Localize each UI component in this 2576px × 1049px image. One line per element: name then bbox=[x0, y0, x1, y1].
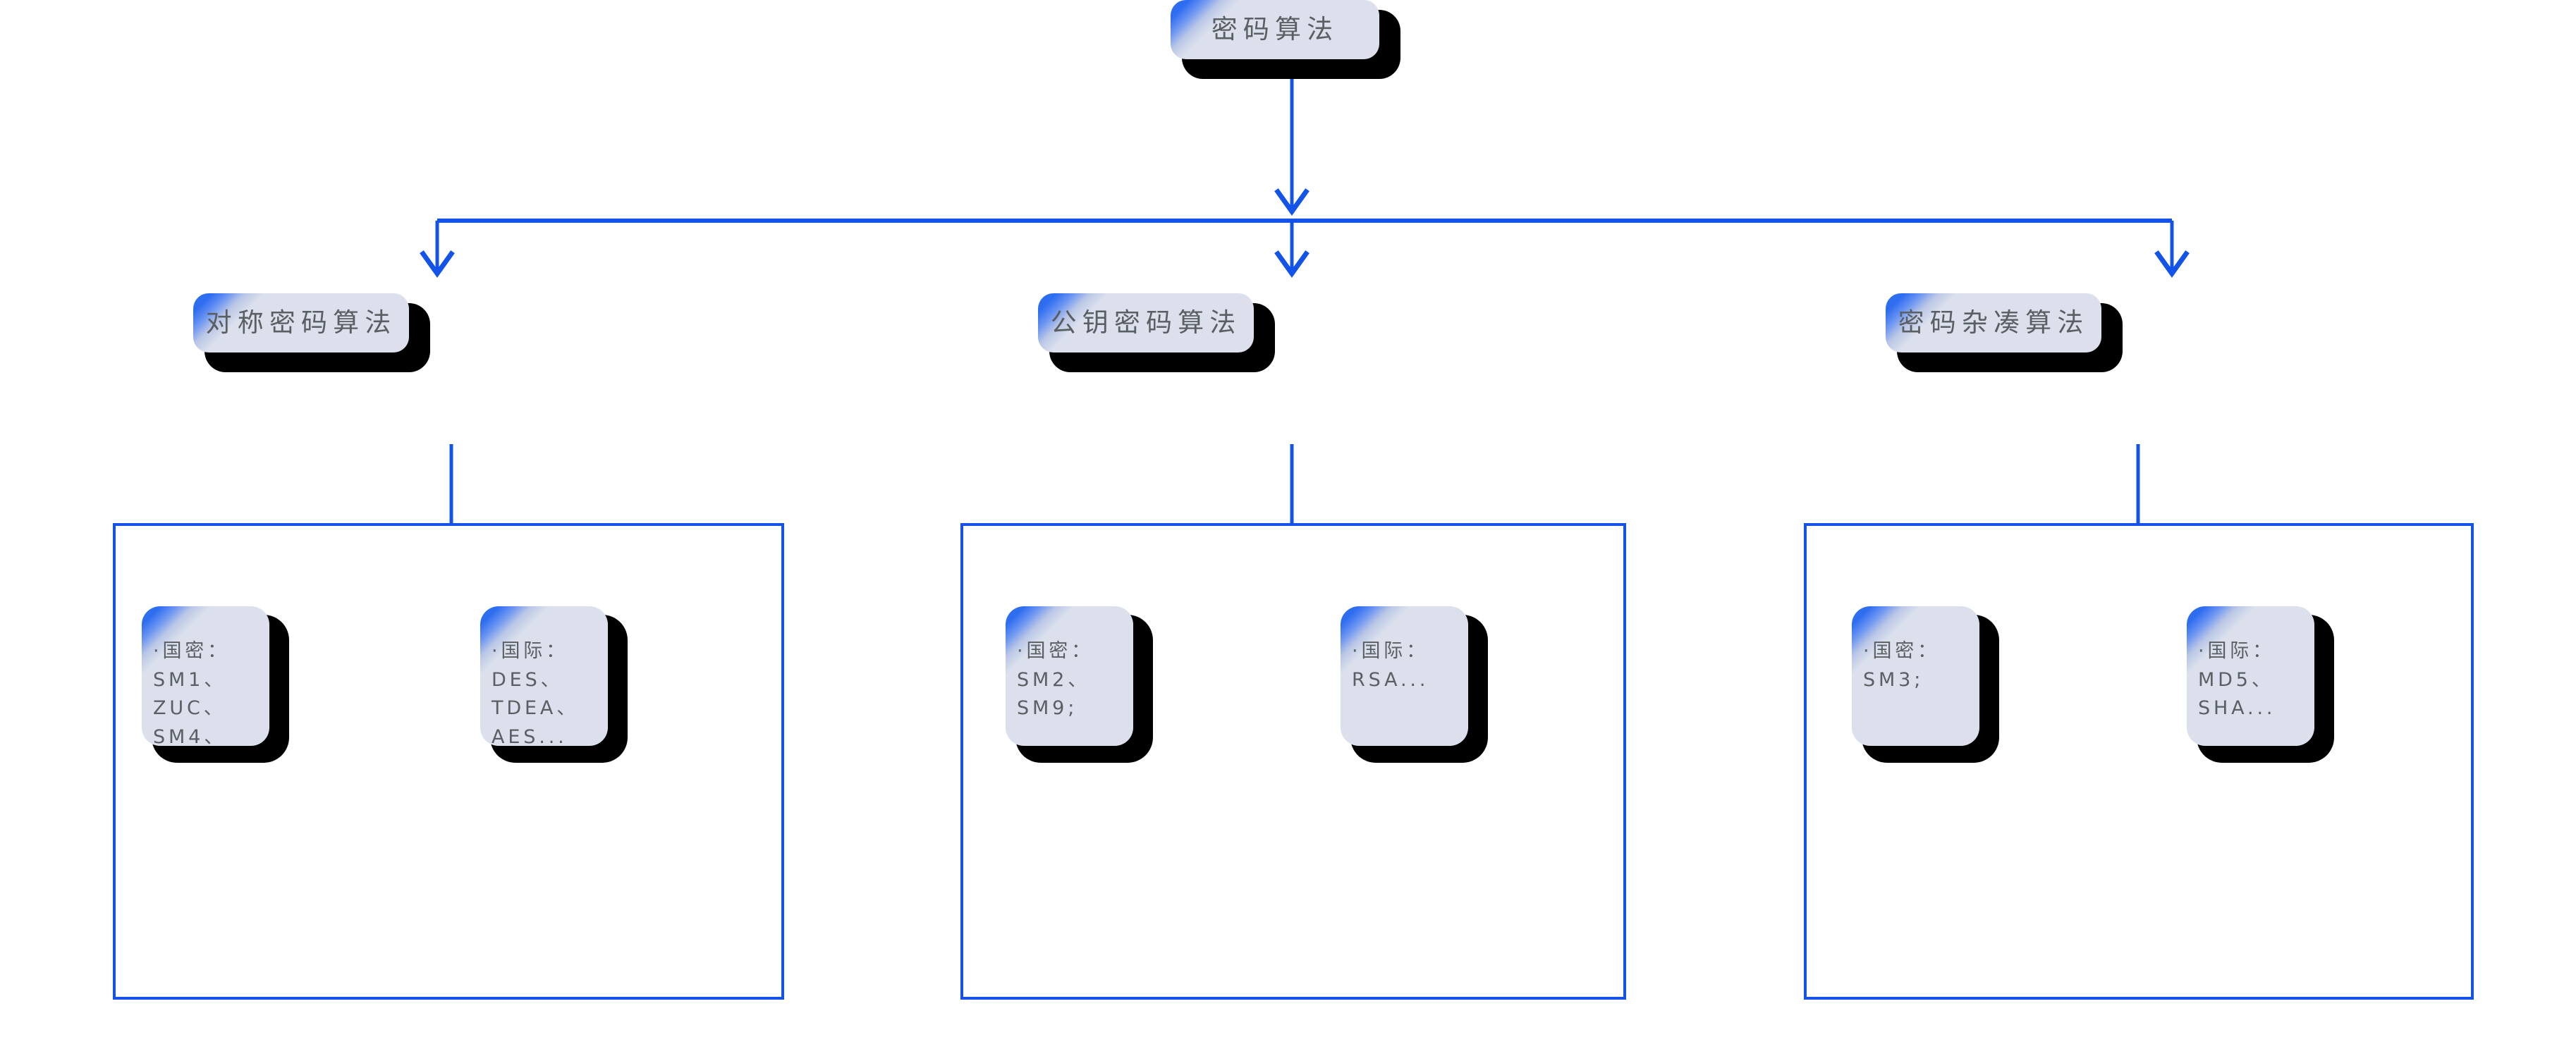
leaf-label: ·国密： SM1、 ZUC、 SM4、 SM7; bbox=[153, 640, 231, 746]
card-face: 公钥密码算法 bbox=[1038, 293, 1254, 352]
card-face: 密码杂凑算法 bbox=[1886, 293, 2101, 352]
leaf-label: ·国密： SM2、 SM9; bbox=[1017, 640, 1094, 719]
card-face: 对称密码算法 bbox=[193, 293, 409, 352]
arrowhead-root bbox=[1274, 188, 1310, 216]
card-face: ·国密： SM3; bbox=[1852, 606, 1979, 746]
node-label: 密码杂凑算法 bbox=[1898, 307, 2089, 338]
group-box-hash bbox=[1804, 523, 2474, 1000]
node-root[interactable]: 密码算法 bbox=[1171, 0, 1400, 79]
leaf-label: ·国密： SM3; bbox=[1863, 640, 1941, 691]
node-category-publickey[interactable]: 公钥密码算法 bbox=[1038, 293, 1275, 372]
leaf-publickey-international[interactable]: ·国际： RSA... bbox=[1341, 606, 1488, 763]
node-label: 密码算法 bbox=[1211, 13, 1339, 44]
card-face: ·国际： RSA... bbox=[1341, 606, 1468, 746]
arrowhead-cat-2 bbox=[1274, 250, 1310, 278]
card-face: ·国密： SM2、 SM9; bbox=[1006, 606, 1133, 746]
node-category-symmetric[interactable]: 对称密码算法 bbox=[193, 293, 430, 372]
leaf-label: ·国际： RSA... bbox=[1352, 640, 1429, 691]
card-face: ·国际： DES、 TDEA、 AES... bbox=[480, 606, 608, 746]
leaf-symmetric-international[interactable]: ·国际： DES、 TDEA、 AES... bbox=[480, 606, 628, 763]
group-box-symmetric bbox=[113, 523, 784, 1000]
leaf-symmetric-domestic[interactable]: ·国密： SM1、 ZUC、 SM4、 SM7; bbox=[142, 606, 289, 763]
arrowhead-cat-1 bbox=[420, 250, 455, 278]
card-face: ·国密： SM1、 ZUC、 SM4、 SM7; bbox=[142, 606, 269, 746]
group-box-publickey bbox=[960, 523, 1626, 1000]
leaf-label: ·国际： DES、 TDEA、 AES... bbox=[492, 640, 580, 746]
leaf-label: ·国际： MD5、 SHA... bbox=[2198, 640, 2276, 719]
card-face: 密码算法 bbox=[1171, 0, 1379, 59]
card-face: ·国际： MD5、 SHA... bbox=[2187, 606, 2314, 746]
node-label: 公钥密码算法 bbox=[1050, 307, 1242, 338]
leaf-hash-domestic[interactable]: ·国密： SM3; bbox=[1852, 606, 1999, 763]
node-label: 对称密码算法 bbox=[205, 307, 397, 338]
leaf-publickey-domestic[interactable]: ·国密： SM2、 SM9; bbox=[1006, 606, 1153, 763]
node-category-hash[interactable]: 密码杂凑算法 bbox=[1886, 293, 2123, 372]
arrowhead-cat-3 bbox=[2154, 250, 2190, 278]
leaf-hash-international[interactable]: ·国际： MD5、 SHA... bbox=[2187, 606, 2334, 763]
